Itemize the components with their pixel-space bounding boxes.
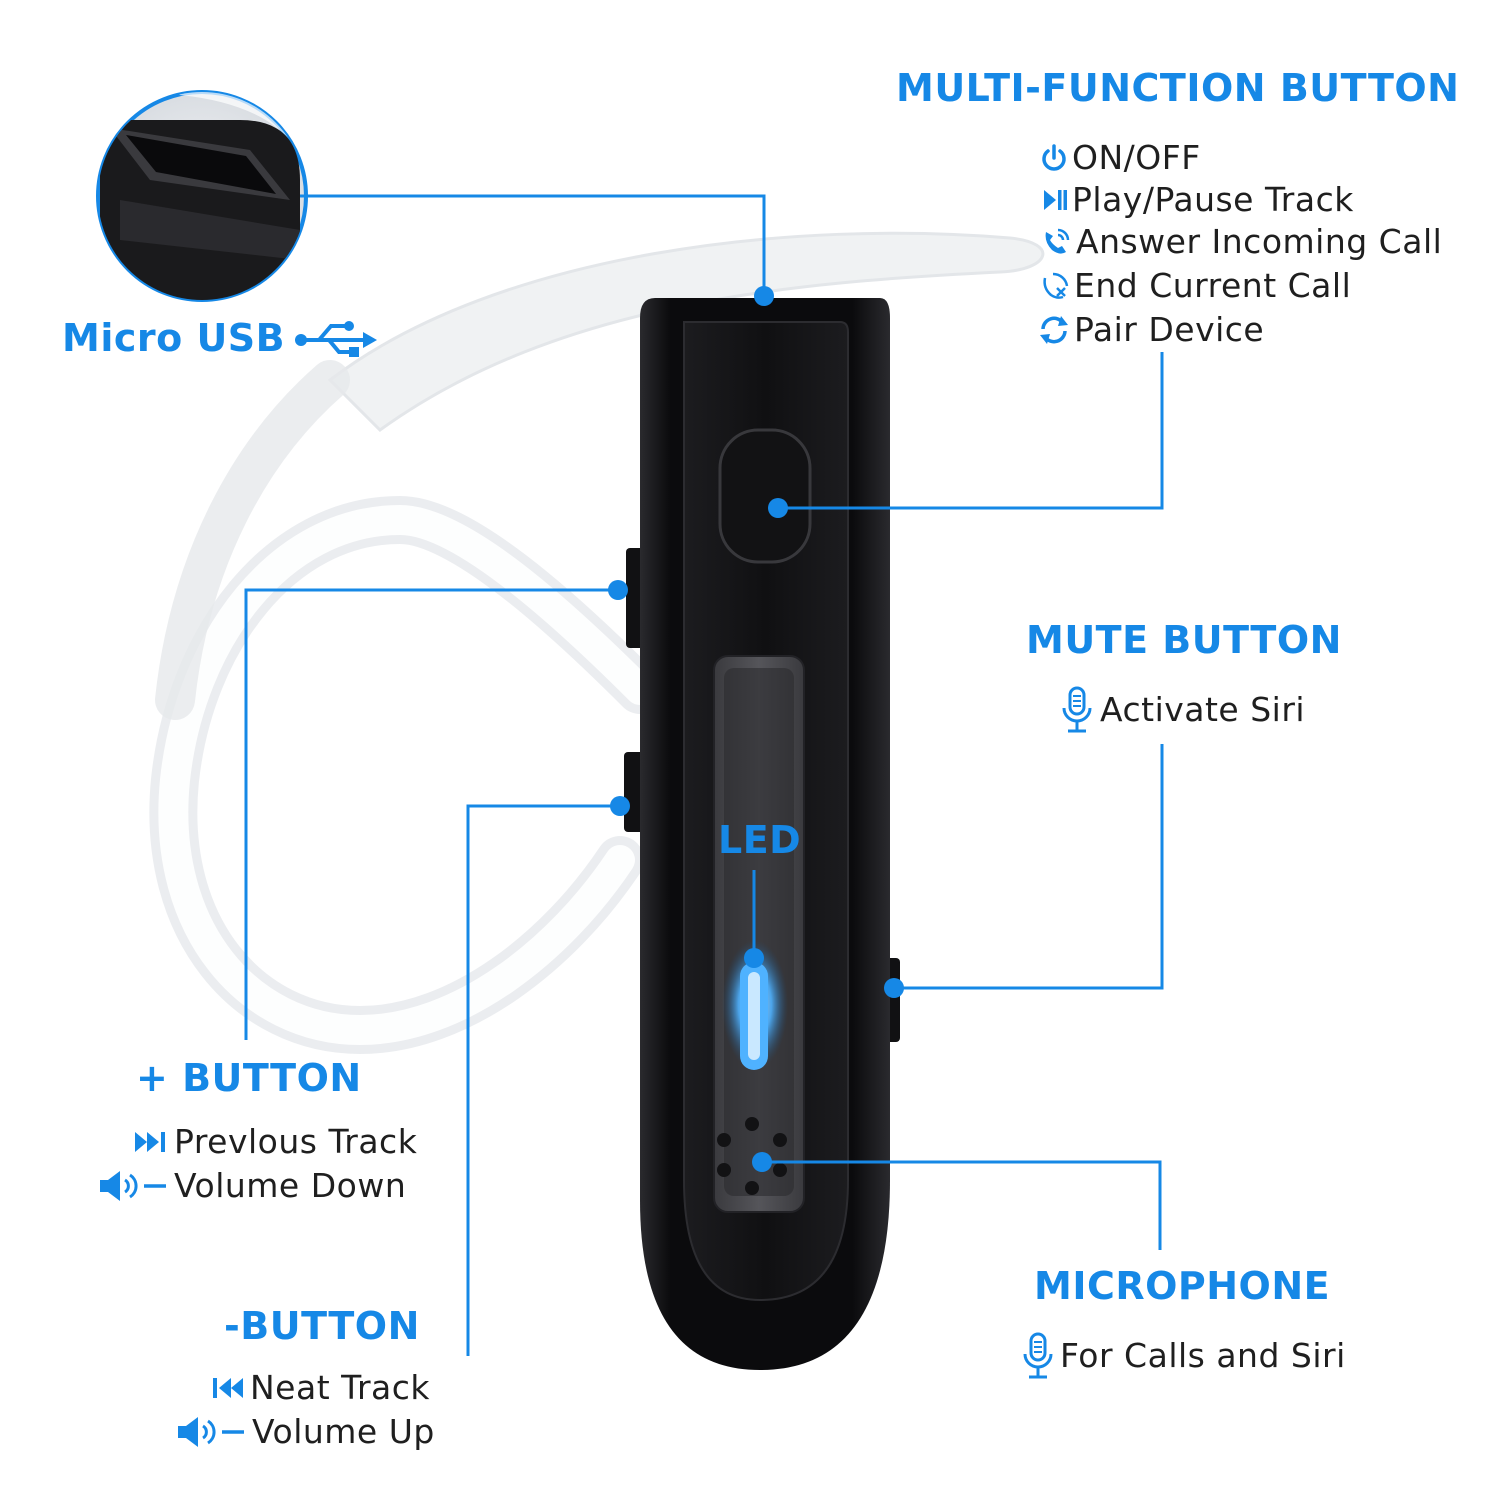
power-icon [1036,143,1072,173]
ear-hook [149,231,1045,1055]
multi-function-item-end-call: End Current Call [1036,266,1351,306]
callout-line-microphone [762,1160,1162,1250]
phone-incoming-icon [1036,226,1076,258]
callout-line-usb [300,194,766,296]
multi-function-item-label: ON/OFF [1072,138,1201,177]
plus-button-title: + BUTTON [136,1056,362,1100]
micro-usb-label: Micro USB [62,316,286,360]
fast-forward-icon [130,1128,174,1156]
led-light [722,940,788,1070]
microphone-icon [1016,1332,1060,1380]
minus-button-item-label: Neat Track [250,1368,430,1407]
volume-down-icon [94,1169,174,1203]
callout-line-multi-function [778,352,1164,510]
volume-up-icon [172,1415,252,1449]
led-label: LED [718,818,802,862]
mute-title: MUTE BUTTON [1026,618,1342,662]
phone-end-icon [1036,270,1074,302]
multi-function-title: MULTI-FUNCTION BUTTON [896,66,1460,110]
micro-usb-label-row: Micro USB [62,314,379,362]
callout-line-minus [466,804,620,1356]
microphone-icon [1054,686,1100,734]
minus-button-item-volume: Volume Up [172,1412,435,1452]
play-pause-icon [1036,187,1072,213]
mute-item-label: Activate Siri [1100,690,1306,729]
multi-function-item-label: End Current Call [1074,266,1352,305]
rewind-icon [206,1374,250,1402]
plus-button-item-volume: Volume Down [94,1166,406,1206]
multi-function-item-label: Pair Device [1074,310,1265,349]
mute-item-siri: Activate Siri [1054,686,1305,734]
callout-line-mute [894,744,1164,990]
microphone-grille [717,1117,787,1195]
multi-function-item-label: Play/Pause Track [1072,180,1354,219]
minus-button-item-track: Neat Track [206,1368,430,1408]
plus-button-item-label: Volume Down [174,1166,407,1205]
plus-button-item-label: Prevlous Track [174,1122,418,1161]
multi-function-item-answer: Answer Incoming Call [1036,222,1442,262]
plus-button-item-track: Prevlous Track [130,1122,417,1162]
microphone-item-label: For Calls and Siri [1060,1336,1346,1375]
microphone-item-calls: For Calls and Siri [1016,1332,1346,1380]
multi-function-item-play-pause: Play/Pause Track [1036,180,1354,220]
usb-icon [293,318,379,358]
callout-dots [608,286,904,1172]
multi-function-item-pair: Pair Device [1034,310,1264,350]
micro-usb-inset [96,90,308,302]
callout-lines [244,194,1164,1356]
multi-function-item-label: Answer Incoming Call [1076,222,1443,261]
minus-button-title: -BUTTON [224,1304,420,1348]
sync-icon [1034,313,1074,347]
minus-button-item-label: Volume Up [252,1412,435,1451]
multi-function-button-key [718,428,812,564]
callout-line-plus [244,588,618,1040]
microphone-title: MICROPHONE [1034,1264,1331,1308]
multi-function-item-on-off: ON/OFF [1036,138,1201,178]
